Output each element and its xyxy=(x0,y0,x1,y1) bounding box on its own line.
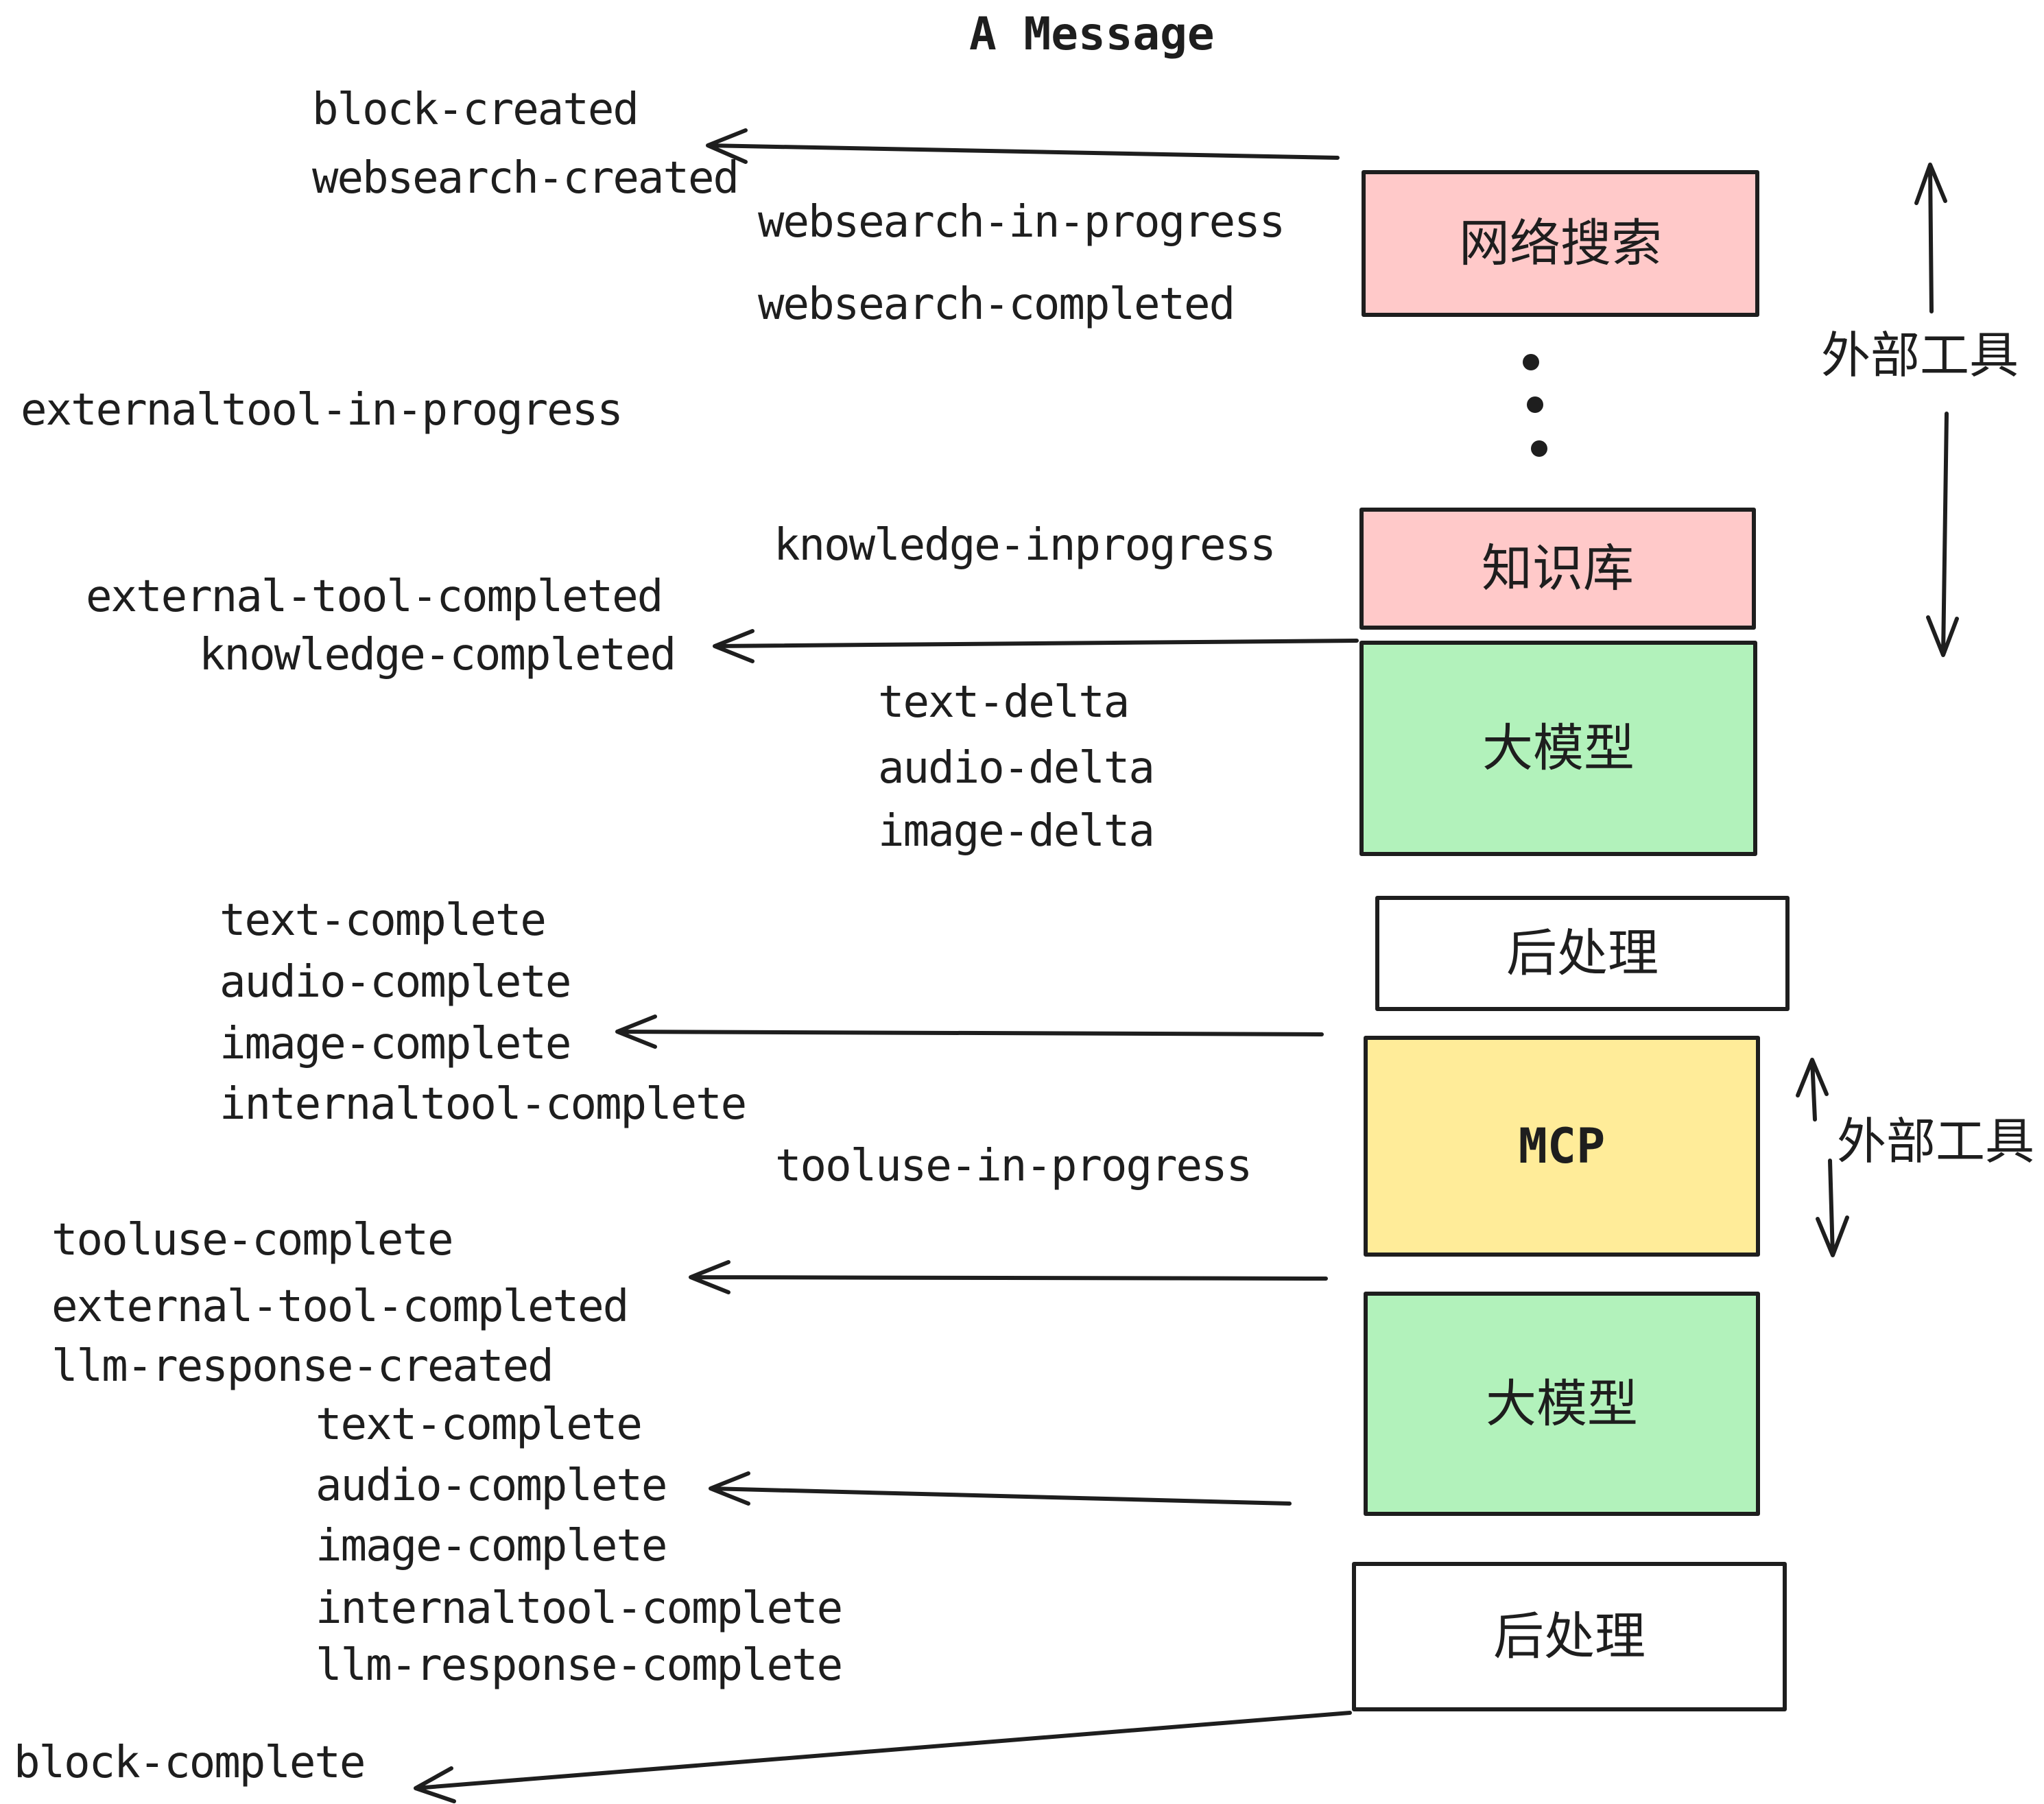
side-label-external-tools-2: 外部工具 xyxy=(1837,1113,2035,1170)
event-knowledge-completed: knowledge-completed xyxy=(199,630,676,680)
event-image-complete-2: image-complete xyxy=(316,1521,667,1571)
node-knowledge-base-label: 知识库 xyxy=(1482,539,1634,598)
event-llm-response-complete: llm-response-complete xyxy=(316,1640,843,1691)
event-text-delta-1: text-delta xyxy=(878,677,1130,728)
node-postprocess-2-label: 后处理 xyxy=(1493,1607,1645,1666)
event-internaltool-complete-1: internaltool-complete xyxy=(219,1079,747,1130)
event-internaltool-complete-2: internaltool-complete xyxy=(316,1583,843,1634)
event-websearch-created: websearch-created xyxy=(312,153,739,204)
event-image-delta-1: image-delta xyxy=(878,806,1155,857)
arrow-to-websearch-created xyxy=(706,128,1340,164)
event-tooluse-complete: tooluse-complete xyxy=(51,1215,453,1266)
event-websearch-completed: websearch-completed xyxy=(758,279,1235,330)
node-mcp: MCP xyxy=(1364,1036,1760,1257)
event-block-created: block-created xyxy=(312,84,639,135)
event-knowledge-inprogress: knowledge-inprogress xyxy=(774,520,1276,571)
event-tooluse-in-progress: tooluse-in-progress xyxy=(775,1141,1252,1191)
diagram-title: A Message xyxy=(969,8,1215,60)
double-arrow-external-tools-2-up xyxy=(1796,1058,1829,1121)
event-websearch-in-progress: websearch-in-progress xyxy=(758,197,1285,248)
event-audio-delta-1: audio-delta xyxy=(878,743,1155,794)
event-text-complete-2: text-complete xyxy=(316,1399,643,1450)
node-postprocess-2: 后处理 xyxy=(1352,1562,1787,1711)
event-audio-complete-2: audio-complete xyxy=(316,1460,667,1511)
arrow-to-image-complete xyxy=(615,1014,1324,1049)
event-llm-response-created: llm-response-created xyxy=(51,1341,554,1392)
double-arrow-external-tools-1-down xyxy=(1926,412,1959,657)
event-audio-complete-1: audio-complete xyxy=(219,957,571,1008)
event-external-tool-completed-2: external-tool-completed xyxy=(51,1281,629,1332)
double-arrow-external-tools-1-up xyxy=(1914,163,1947,313)
event-externaltool-in-progress: externaltool-in-progress xyxy=(21,385,623,436)
arrow-to-block-complete xyxy=(414,1711,1352,1803)
arrow-to-tooluse-complete xyxy=(689,1260,1328,1294)
node-websearch: 网络搜索 xyxy=(1362,170,1759,317)
event-block-complete: block-complete xyxy=(14,1737,366,1788)
event-text-complete-1: text-complete xyxy=(219,895,547,946)
ellipsis-dot xyxy=(1531,440,1547,457)
arrow-to-knowledge-completed xyxy=(713,629,1359,663)
side-label-external-tools-1: 外部工具 xyxy=(1821,327,2019,384)
node-llm-2: 大模型 xyxy=(1364,1292,1760,1516)
ellipsis-dot xyxy=(1523,354,1539,370)
node-llm-2-label: 大模型 xyxy=(1486,1374,1638,1434)
ellipsis-dot xyxy=(1527,396,1543,413)
event-external-tool-completed-1: external-tool-completed xyxy=(86,571,663,622)
event-image-complete-1: image-complete xyxy=(219,1019,571,1069)
double-arrow-external-tools-2-down xyxy=(1816,1159,1849,1257)
node-llm-1: 大模型 xyxy=(1359,641,1757,856)
node-postprocess-1: 后处理 xyxy=(1375,896,1790,1011)
node-mcp-label: MCP xyxy=(1518,1118,1606,1174)
node-llm-1-label: 大模型 xyxy=(1482,719,1635,778)
node-knowledge-base: 知识库 xyxy=(1359,508,1756,630)
node-postprocess-1-label: 后处理 xyxy=(1506,924,1659,983)
arrow-to-audio-complete xyxy=(709,1471,1292,1506)
node-websearch-label: 网络搜索 xyxy=(1459,214,1662,273)
